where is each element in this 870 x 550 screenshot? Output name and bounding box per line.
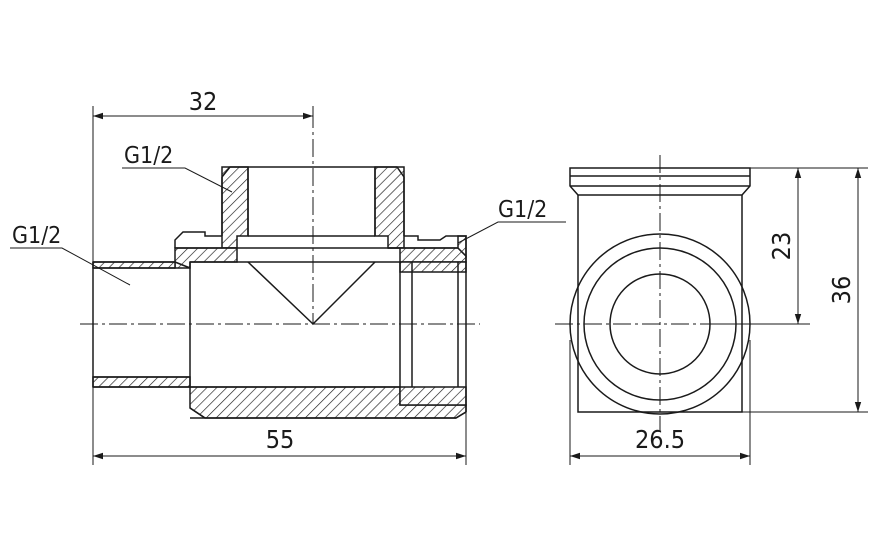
center-lines: [80, 110, 480, 325]
dim-side-height-inner: 23: [767, 232, 796, 261]
dim-top-width: 32: [189, 87, 218, 116]
side-center-lines: [555, 155, 765, 430]
dim-side-height-total: 36: [827, 276, 856, 305]
thread-label-right: G1/2: [498, 197, 547, 223]
front-section-view: [80, 110, 480, 419]
dim-side-width: 26.5: [635, 425, 685, 454]
side-view: [555, 155, 765, 430]
dimension-lines: [10, 106, 868, 465]
dim-total-length: 55: [266, 425, 295, 454]
thread-label-left: G1/2: [12, 223, 61, 249]
thread-label-top: G1/2: [124, 143, 173, 169]
